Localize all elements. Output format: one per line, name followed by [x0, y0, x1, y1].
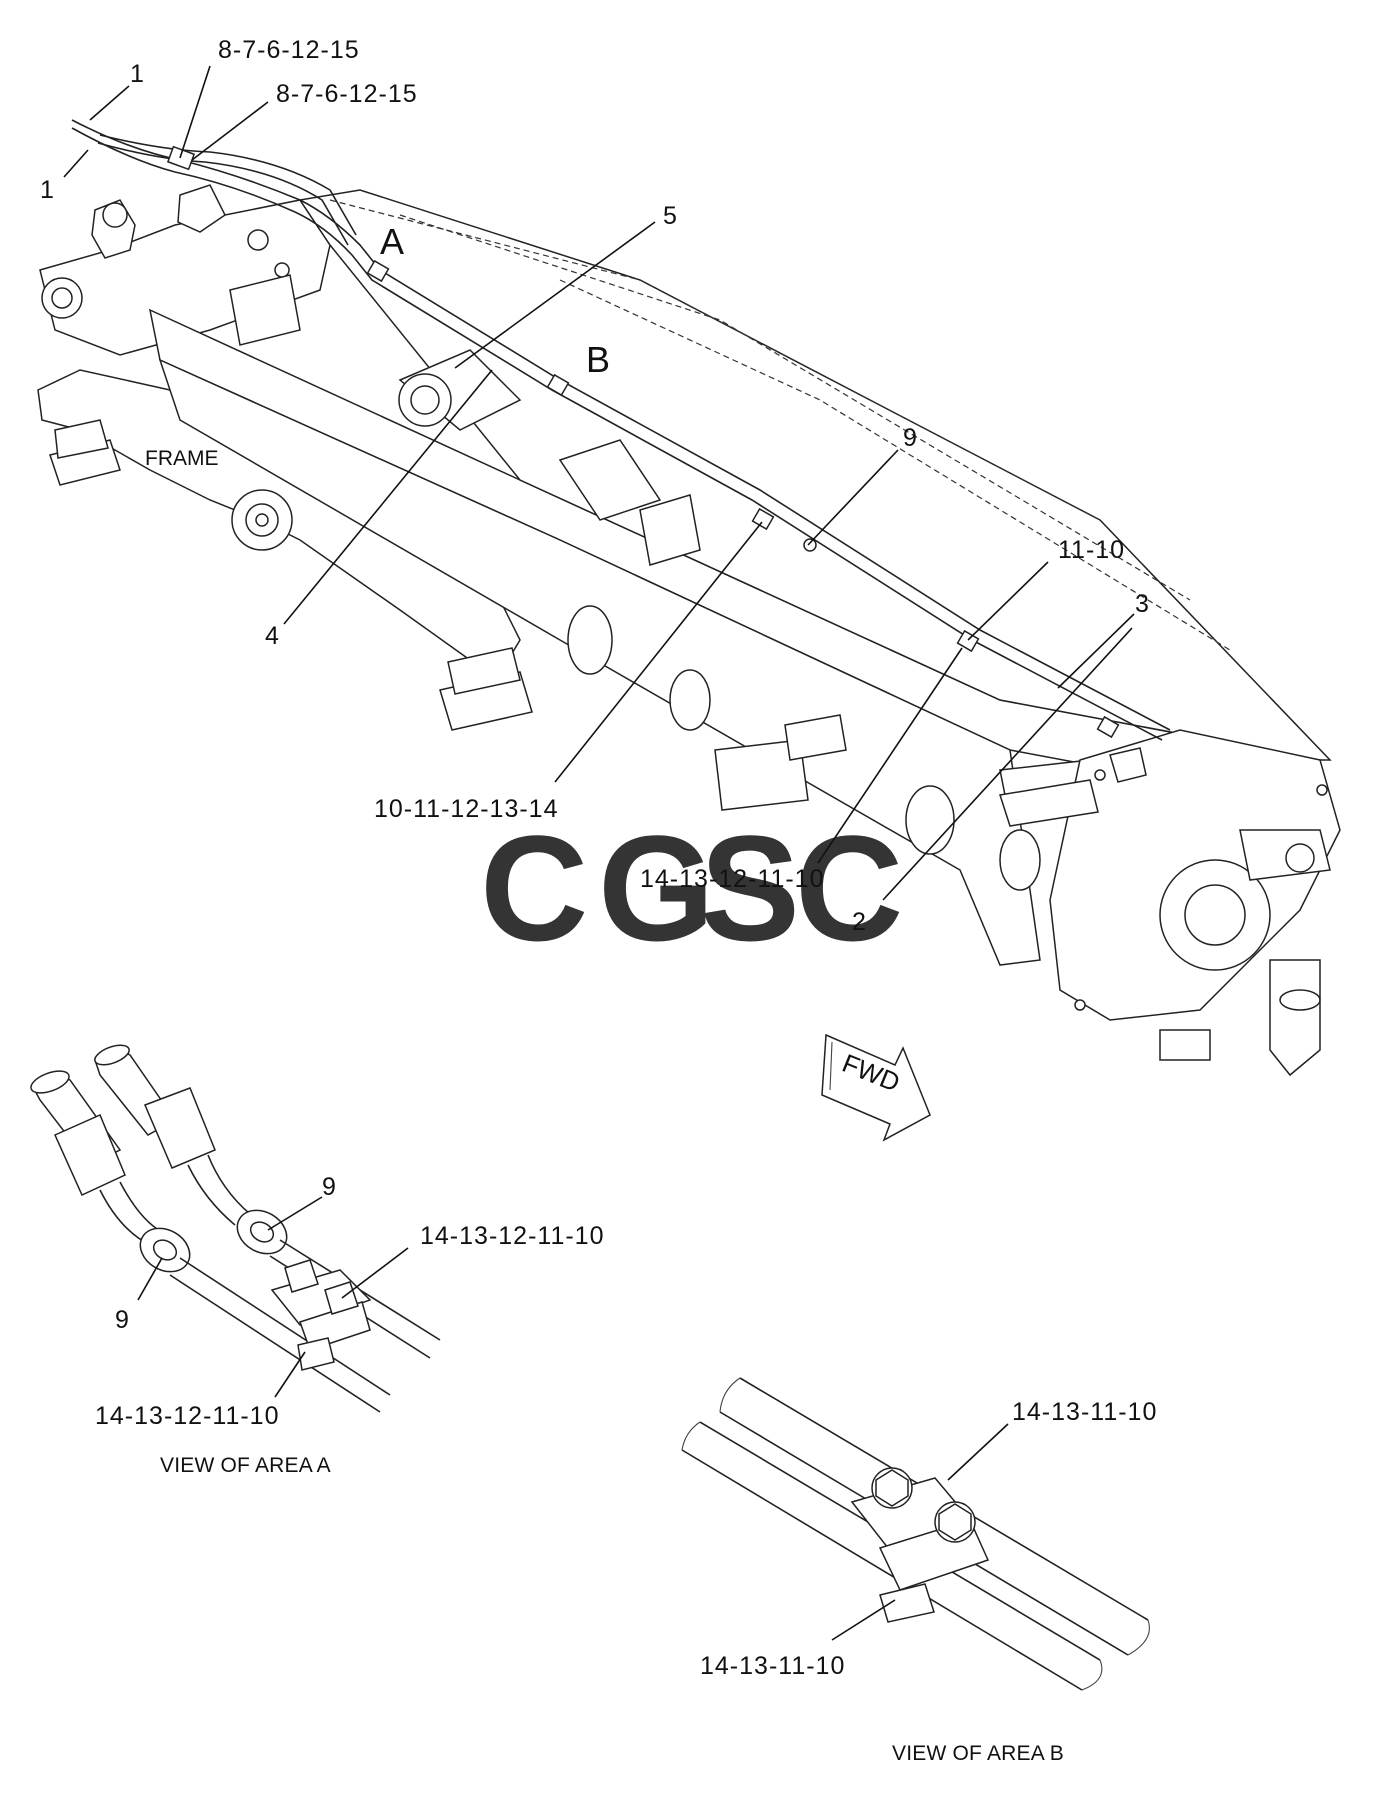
leader-3 — [1057, 613, 1135, 689]
view-a-caption: VIEW OF AREA A — [160, 1454, 331, 1477]
fwd-arrow: FWD — [821, 1033, 931, 1142]
leader-view-a-9-left — [137, 1257, 163, 1301]
callout-4: 4 — [265, 622, 280, 650]
callout-1-left: 1 — [40, 176, 55, 204]
leader-8-b — [191, 101, 269, 161]
callout-8-7-6-12-15-a: 8-7-6-12-15 — [218, 36, 360, 64]
view-a-callout-14-top: 14-13-12-11-10 — [420, 1222, 604, 1250]
leader-4 — [283, 369, 493, 625]
watermark-letter-s: S — [700, 804, 800, 972]
watermark-letter-c1: C — [480, 804, 588, 972]
view-b-callout-14-bottom: 14-13-11-10 — [700, 1652, 845, 1680]
area-b-label: B — [586, 339, 610, 380]
leader-view-a-9-top — [267, 1196, 323, 1231]
callout-14-13-12-11-10-main: 14-13-12-11-10 — [640, 865, 824, 893]
view-b-caption: VIEW OF AREA B — [892, 1742, 1064, 1765]
watermark-letter-g: G — [598, 804, 715, 972]
cgsc-watermark: C G S C — [480, 804, 903, 972]
leader-1-left — [63, 149, 89, 178]
callout-2: 2 — [852, 908, 867, 936]
area-a-label: A — [380, 221, 404, 262]
leader-view-a-14-top — [341, 1247, 409, 1299]
leader-view-a-14-bottom — [274, 1351, 306, 1398]
leader-8-a — [179, 65, 211, 159]
callout-5: 5 — [663, 202, 678, 230]
leader-5 — [454, 221, 656, 369]
leader-14-main — [817, 647, 963, 864]
leader-view-b-14-top — [947, 1423, 1009, 1481]
callout-3: 3 — [1135, 590, 1150, 618]
view-a-callout-9-left: 9 — [115, 1306, 130, 1334]
frame-label: FRAME — [145, 447, 219, 470]
leader-view-b-14-bottom — [831, 1599, 896, 1641]
leader-1-top — [89, 85, 130, 121]
leader-11-10 — [967, 561, 1049, 641]
callout-9: 9 — [903, 424, 918, 452]
frame-assembly — [37, 119, 1341, 1077]
callouts-main: 1 1 8-7-6-12-15 8-7-6-12-15 5 A B FRAME … — [40, 36, 1150, 936]
fwd-arrow-icon — [821, 1033, 931, 1142]
view-area-b: 14-13-11-10 14-13-11-10 VIEW OF AREA B — [681, 1377, 1157, 1765]
watermark-letter-c2: C — [795, 804, 903, 972]
leader-10-14 — [554, 521, 763, 783]
view-a-callout-14-bottom: 14-13-12-11-10 — [95, 1402, 279, 1430]
callout-10-11-12-13-14: 10-11-12-13-14 — [374, 795, 558, 823]
callout-11-10: 11-10 — [1058, 536, 1125, 564]
view-area-a: 9 9 14-13-12-11-10 14-13-12-11-10 VIEW O… — [30, 1044, 604, 1477]
leader-9 — [807, 449, 899, 546]
view-b-callout-14-top: 14-13-11-10 — [1012, 1398, 1157, 1426]
leader-2 — [882, 627, 1133, 901]
callout-1-top: 1 — [130, 60, 145, 88]
view-a-callout-9-top: 9 — [322, 1173, 337, 1201]
callout-8-7-6-12-15-b: 8-7-6-12-15 — [276, 80, 418, 108]
